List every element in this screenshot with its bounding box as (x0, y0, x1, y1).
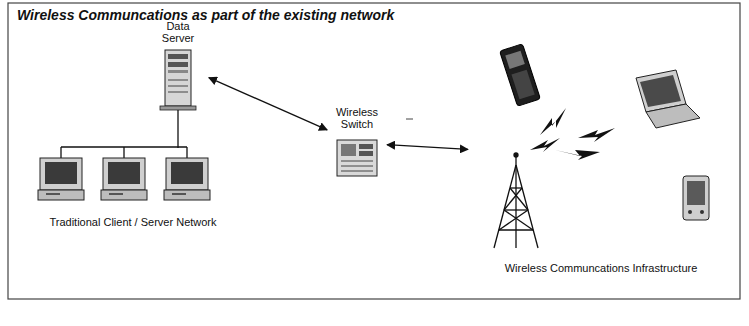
node-label: Data Server (152, 20, 204, 44)
laptop (636, 70, 700, 128)
connector-line (177, 110, 178, 148)
frame-border (8, 3, 740, 299)
node-label: Wireless Switch (332, 106, 382, 130)
signal-bolts (530, 108, 615, 160)
wireless-infrastructure-node: Wireless Communcations Infrastructure (470, 38, 732, 276)
node-label: Traditional Client / Server Network (49, 216, 216, 228)
connector-line (387, 145, 468, 150)
mobile-phone (500, 44, 541, 107)
network-bus (61, 147, 187, 158)
pda (683, 176, 709, 220)
client-pcs (38, 158, 210, 200)
node-label: Wireless Communcations Infrastructure (505, 262, 698, 274)
server-node: Data Server (149, 18, 207, 110)
switch-node: Wireless Switch (329, 104, 385, 182)
radio-tower (494, 153, 538, 248)
switch-icon (337, 140, 377, 176)
client-network-node: Traditional Client / Server Network (15, 148, 251, 230)
server-icon (160, 50, 196, 110)
stray-mark (406, 119, 413, 120)
diagram-title: Wireless Communcations as part of the ex… (17, 7, 394, 23)
connector-line (209, 78, 327, 130)
